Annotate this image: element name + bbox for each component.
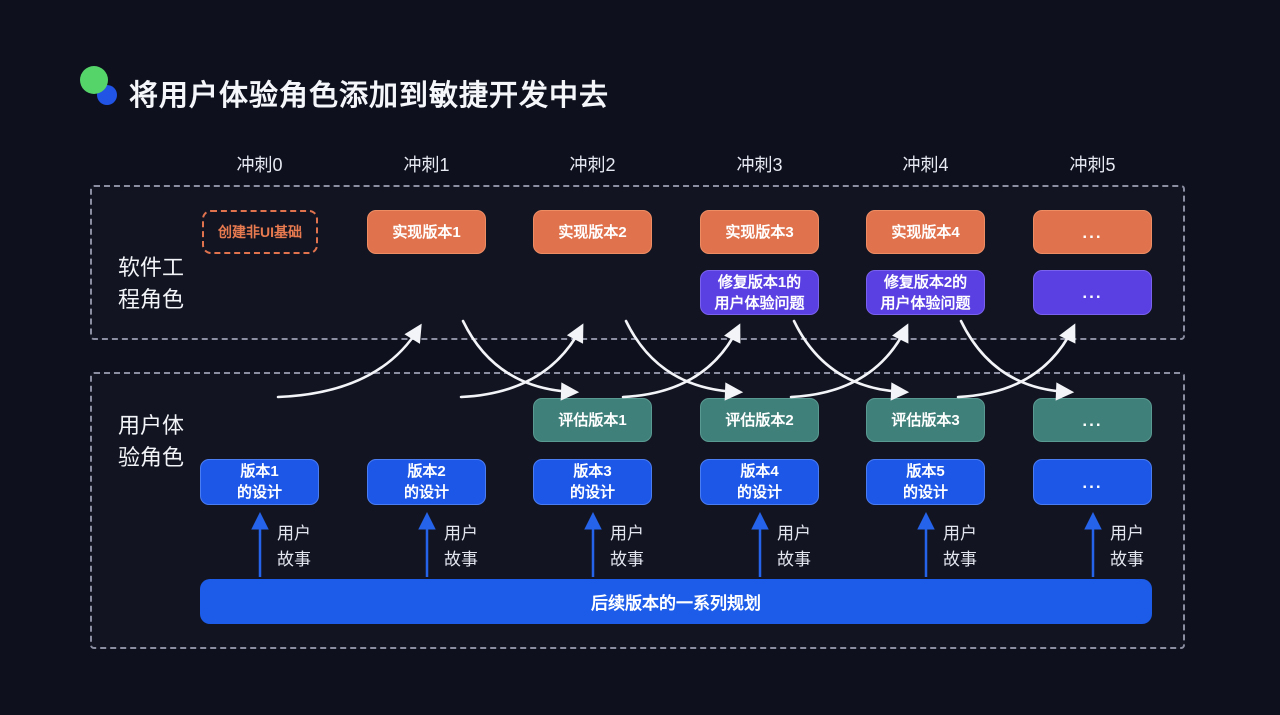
- implement-version-3-box: 实现版本3: [700, 210, 819, 254]
- sprint-header-4: 冲刺4: [902, 155, 949, 175]
- section-label-ux: 用户体 验角色: [118, 413, 185, 470]
- plan-bar: 后续版本的一系列规划: [200, 579, 1152, 624]
- section-label-engineering: 软件工 程角色: [118, 255, 185, 312]
- sprint-header-3: 冲刺3: [736, 155, 783, 175]
- design-version-4-box: 版本4 的设计: [700, 459, 819, 505]
- sprint-header-2: 冲刺2: [569, 155, 616, 175]
- user-story-label-2: 用户 故事: [610, 524, 644, 569]
- create-non-ui-foundation-box: 创建非UI基础: [202, 210, 318, 254]
- user-story-label-5: 用户 故事: [1110, 524, 1144, 569]
- section-engineering: [90, 185, 1185, 340]
- fix-more-box: ...: [1033, 270, 1152, 315]
- sprint-header-1: 冲刺1: [403, 155, 450, 175]
- evaluate-version-1-box: 评估版本1: [533, 398, 652, 442]
- evaluate-version-2-box: 评估版本2: [700, 398, 819, 442]
- implement-more-box: ...: [1033, 210, 1152, 254]
- fix-version-2-box: 修复版本2的 用户体验问题: [866, 270, 985, 315]
- design-version-5-box: 版本5 的设计: [866, 459, 985, 505]
- design-version-3-box: 版本3 的设计: [533, 459, 652, 505]
- fix-version-1-box: 修复版本1的 用户体验问题: [700, 270, 819, 315]
- sprint-header-5: 冲刺5: [1069, 155, 1116, 175]
- design-version-2-box: 版本2 的设计: [367, 459, 486, 505]
- user-story-label-1: 用户 故事: [444, 524, 478, 569]
- page-title: 将用户体验角色添加到敏捷开发中去: [129, 80, 610, 112]
- implement-version-1-box: 实现版本1: [367, 210, 486, 254]
- implement-version-4-box: 实现版本4: [866, 210, 985, 254]
- user-story-label-4: 用户 故事: [943, 524, 977, 569]
- user-story-label-3: 用户 故事: [777, 524, 811, 569]
- design-more-box: ...: [1033, 459, 1152, 505]
- sprint-header-0: 冲刺0: [236, 155, 283, 175]
- title-dot-green-icon: [80, 66, 108, 94]
- evaluate-more-box: ...: [1033, 398, 1152, 442]
- evaluate-version-3-box: 评估版本3: [866, 398, 985, 442]
- implement-version-2-box: 实现版本2: [533, 210, 652, 254]
- design-version-1-box: 版本1 的设计: [200, 459, 319, 505]
- user-story-label-0: 用户 故事: [277, 524, 311, 569]
